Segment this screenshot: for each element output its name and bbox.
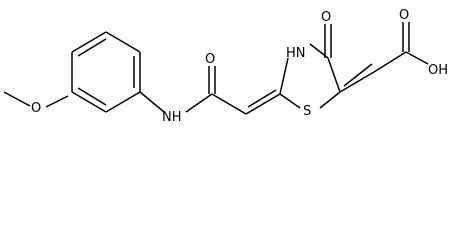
atom-label-acid-oh: OH: [428, 63, 448, 78]
bond-carbonyl-ch: [211, 93, 247, 115]
atom-label-methoxy-o: O: [31, 101, 41, 116]
bond-exocyclic-double-1: [245, 93, 281, 115]
molecule-structure-diagram: O NH O HN O S O OH: [3, 8, 448, 125]
bond-methyl-o: [3, 91, 31, 107]
atom-label-amide-o: O: [205, 52, 215, 67]
atom-label-ring-nh: HN: [286, 46, 306, 61]
bond-nh-carbonyl: [185, 93, 213, 113]
atom-label-ring-s: S: [303, 104, 311, 119]
bond-exocyclic-double-2: [339, 71, 375, 93]
atom-label-acid-o: O: [399, 8, 409, 23]
atom-label-amide-nh: NH: [162, 110, 182, 125]
benzene-ring: [71, 31, 141, 113]
bond-acid-c-oh: [405, 51, 429, 65]
bond-ch-acid: [373, 51, 407, 73]
atom-label-ring-o: O: [321, 10, 331, 25]
bond-o-aryl: [45, 95, 69, 108]
bond-aryl-nh: [139, 91, 165, 113]
